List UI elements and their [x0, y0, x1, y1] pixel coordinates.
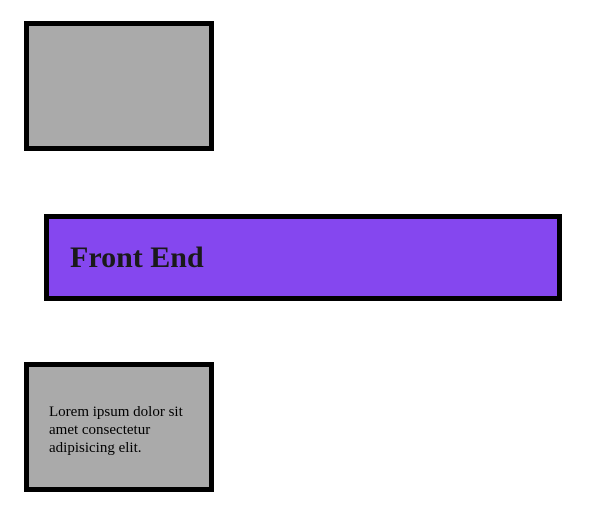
top-gray-box — [24, 21, 214, 151]
banner-title: Front End — [70, 241, 204, 274]
front-end-banner: Front End — [44, 214, 562, 301]
card-text: Lorem ipsum dolor sit amet consectetur a… — [49, 404, 183, 456]
bottom-gray-card: Lorem ipsum dolor sit amet consectetur a… — [24, 362, 214, 492]
